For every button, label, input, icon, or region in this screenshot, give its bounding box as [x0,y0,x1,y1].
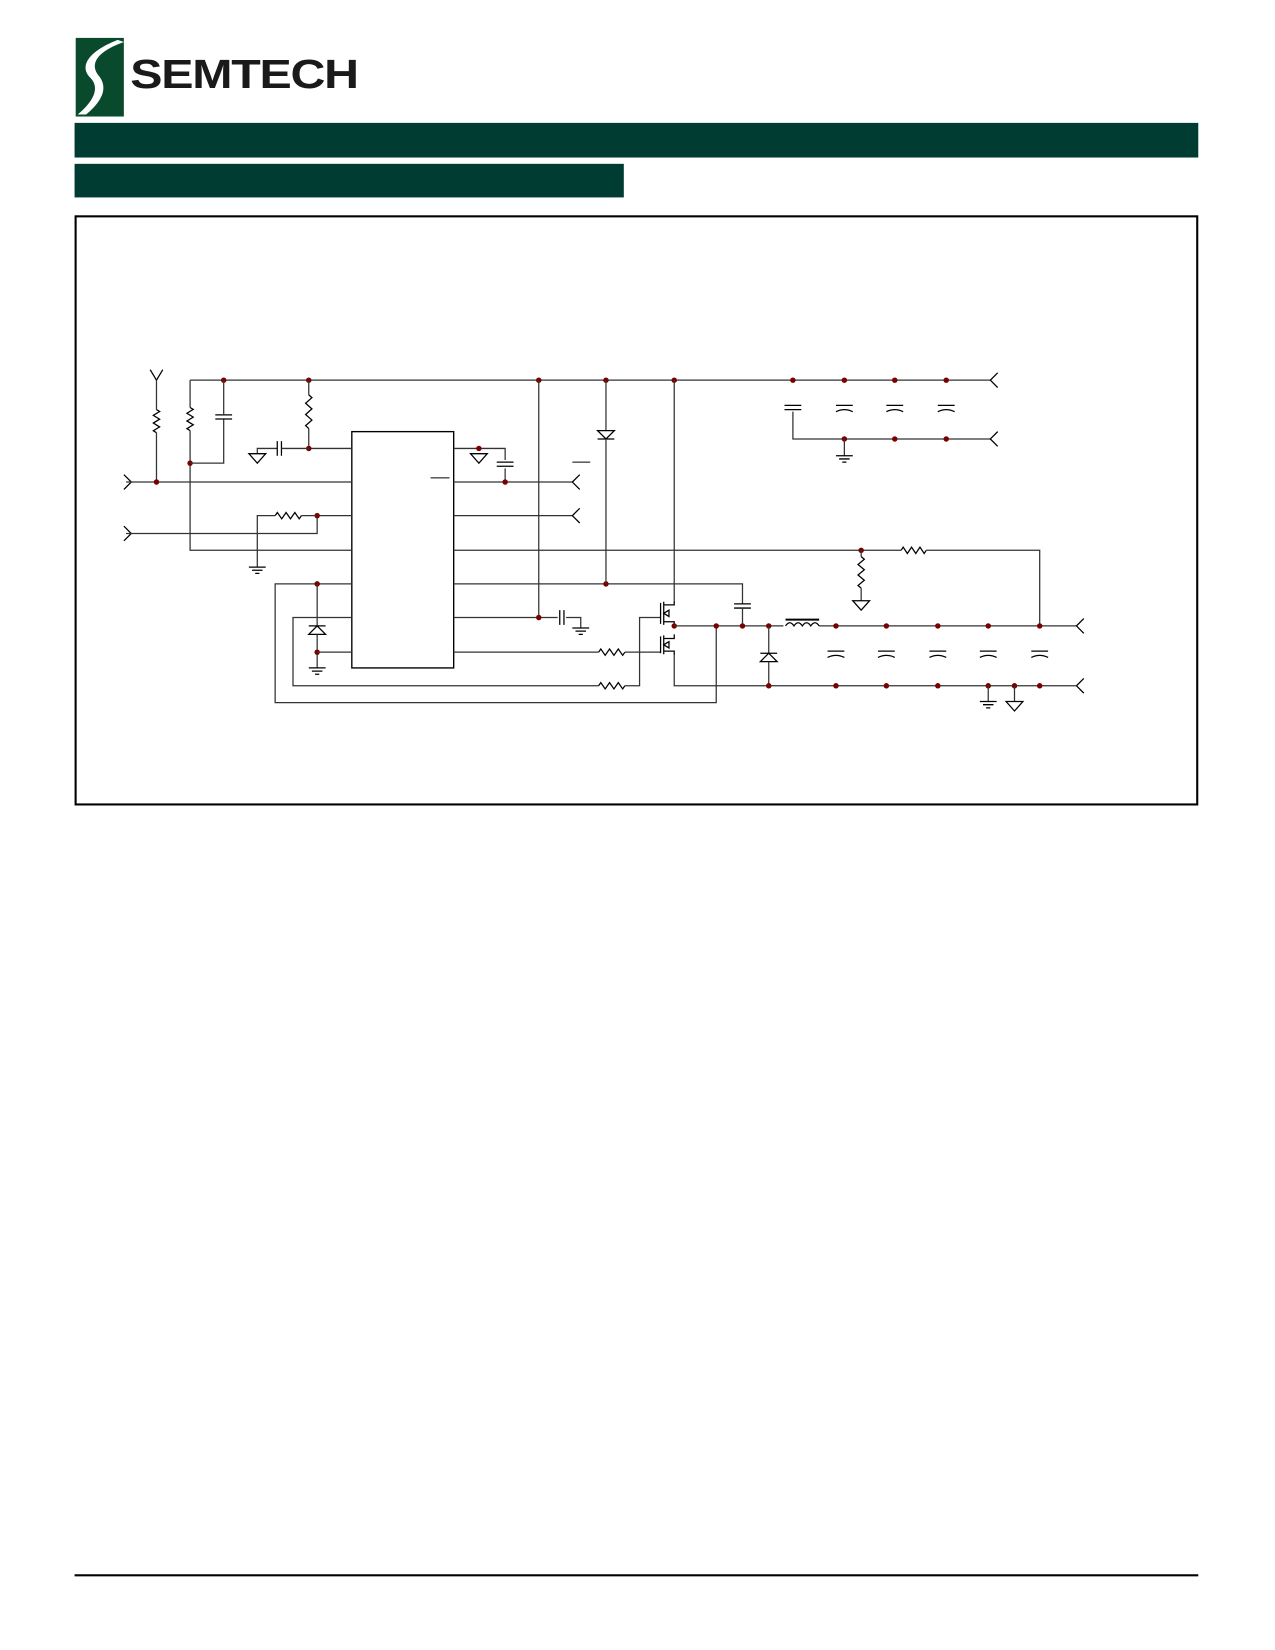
junction-dot [985,623,991,629]
connector-terminal [989,372,999,388]
capacitor [877,650,896,658]
ground-icon [308,667,326,675]
junction-dot [766,683,772,689]
junction-dot [536,614,542,621]
diode [758,652,779,663]
connector-terminal [1075,618,1085,634]
wire [308,428,352,450]
capacitor [559,610,565,625]
resistor [598,647,626,657]
ground-icon [248,566,266,575]
junction-dot [790,377,796,383]
junction-dot [943,377,949,383]
diode [307,625,328,635]
resistor [274,511,302,520]
semtech-logo-mark [75,37,124,117]
subtitle-bar [74,163,624,198]
connector-terminal [571,474,581,490]
signal-ground-icon [469,453,489,465]
signal-ground-icon [247,453,268,465]
mosfet [659,600,675,626]
junction-dot [841,377,848,383]
junction-dot [892,377,898,383]
junction-dot [187,460,193,466]
signal-ground-icon [851,600,871,612]
wire [566,616,582,629]
junction-dot [935,683,941,689]
junction-dot [476,445,482,452]
capacitor [886,404,904,413]
junction-dot [1036,623,1043,629]
wire [673,655,1040,687]
capacitor [929,650,947,658]
wire [792,411,991,440]
resistor [900,546,927,555]
capacitor [784,404,802,411]
wire [926,549,1041,626]
controller-ic [351,430,455,669]
capacitor [937,404,955,413]
mosfet [659,634,675,656]
application-schematic [123,369,1085,712]
wire [190,419,225,464]
connector-terminal [1075,677,1085,694]
connector-terminal [571,507,581,524]
wire [274,583,717,704]
capacitor [979,650,997,658]
diode [596,429,616,440]
ground-icon [979,700,997,709]
junction-dot [713,623,719,629]
resistor [857,556,866,589]
capacitor [1031,650,1049,658]
inductor-gap [783,619,820,633]
wire [126,515,352,535]
title-bar [74,122,1199,158]
junction-dot [943,436,949,442]
wire [256,515,276,568]
junction-dot [892,436,898,442]
connector-terminal [989,431,999,447]
junction-dot [833,683,839,689]
junction-dot [883,683,890,689]
resistor [152,409,161,434]
wire [189,430,352,551]
capacitor [215,414,233,420]
footer-rule [74,1574,1199,1577]
junction-dot [739,623,746,629]
junction-dot [153,479,160,485]
semtech-logo-text: SEMTECH [130,52,359,98]
wire [453,583,744,604]
junction-dot [603,581,609,587]
capacitor [827,650,845,658]
ground-icon [835,455,853,463]
resistor [304,394,313,429]
wire [256,447,278,454]
wire [453,447,506,460]
resistor [185,406,195,432]
signal-ground-icon [1004,700,1025,712]
resistor [598,681,626,691]
inductor [785,622,820,628]
capacitor [734,603,751,609]
capacitor [276,441,283,456]
capacitor [496,461,514,467]
junction-dot [883,623,890,629]
wire [292,616,599,687]
ground-icon [572,627,590,635]
capacitor [835,404,854,413]
junction-dot [1036,683,1043,689]
junction-dot [935,623,941,629]
junction-dot [841,436,848,442]
schematic-frame [74,215,1199,806]
connector-terminal [149,369,164,382]
junction-dot [833,623,839,629]
junction-dot [502,479,508,485]
